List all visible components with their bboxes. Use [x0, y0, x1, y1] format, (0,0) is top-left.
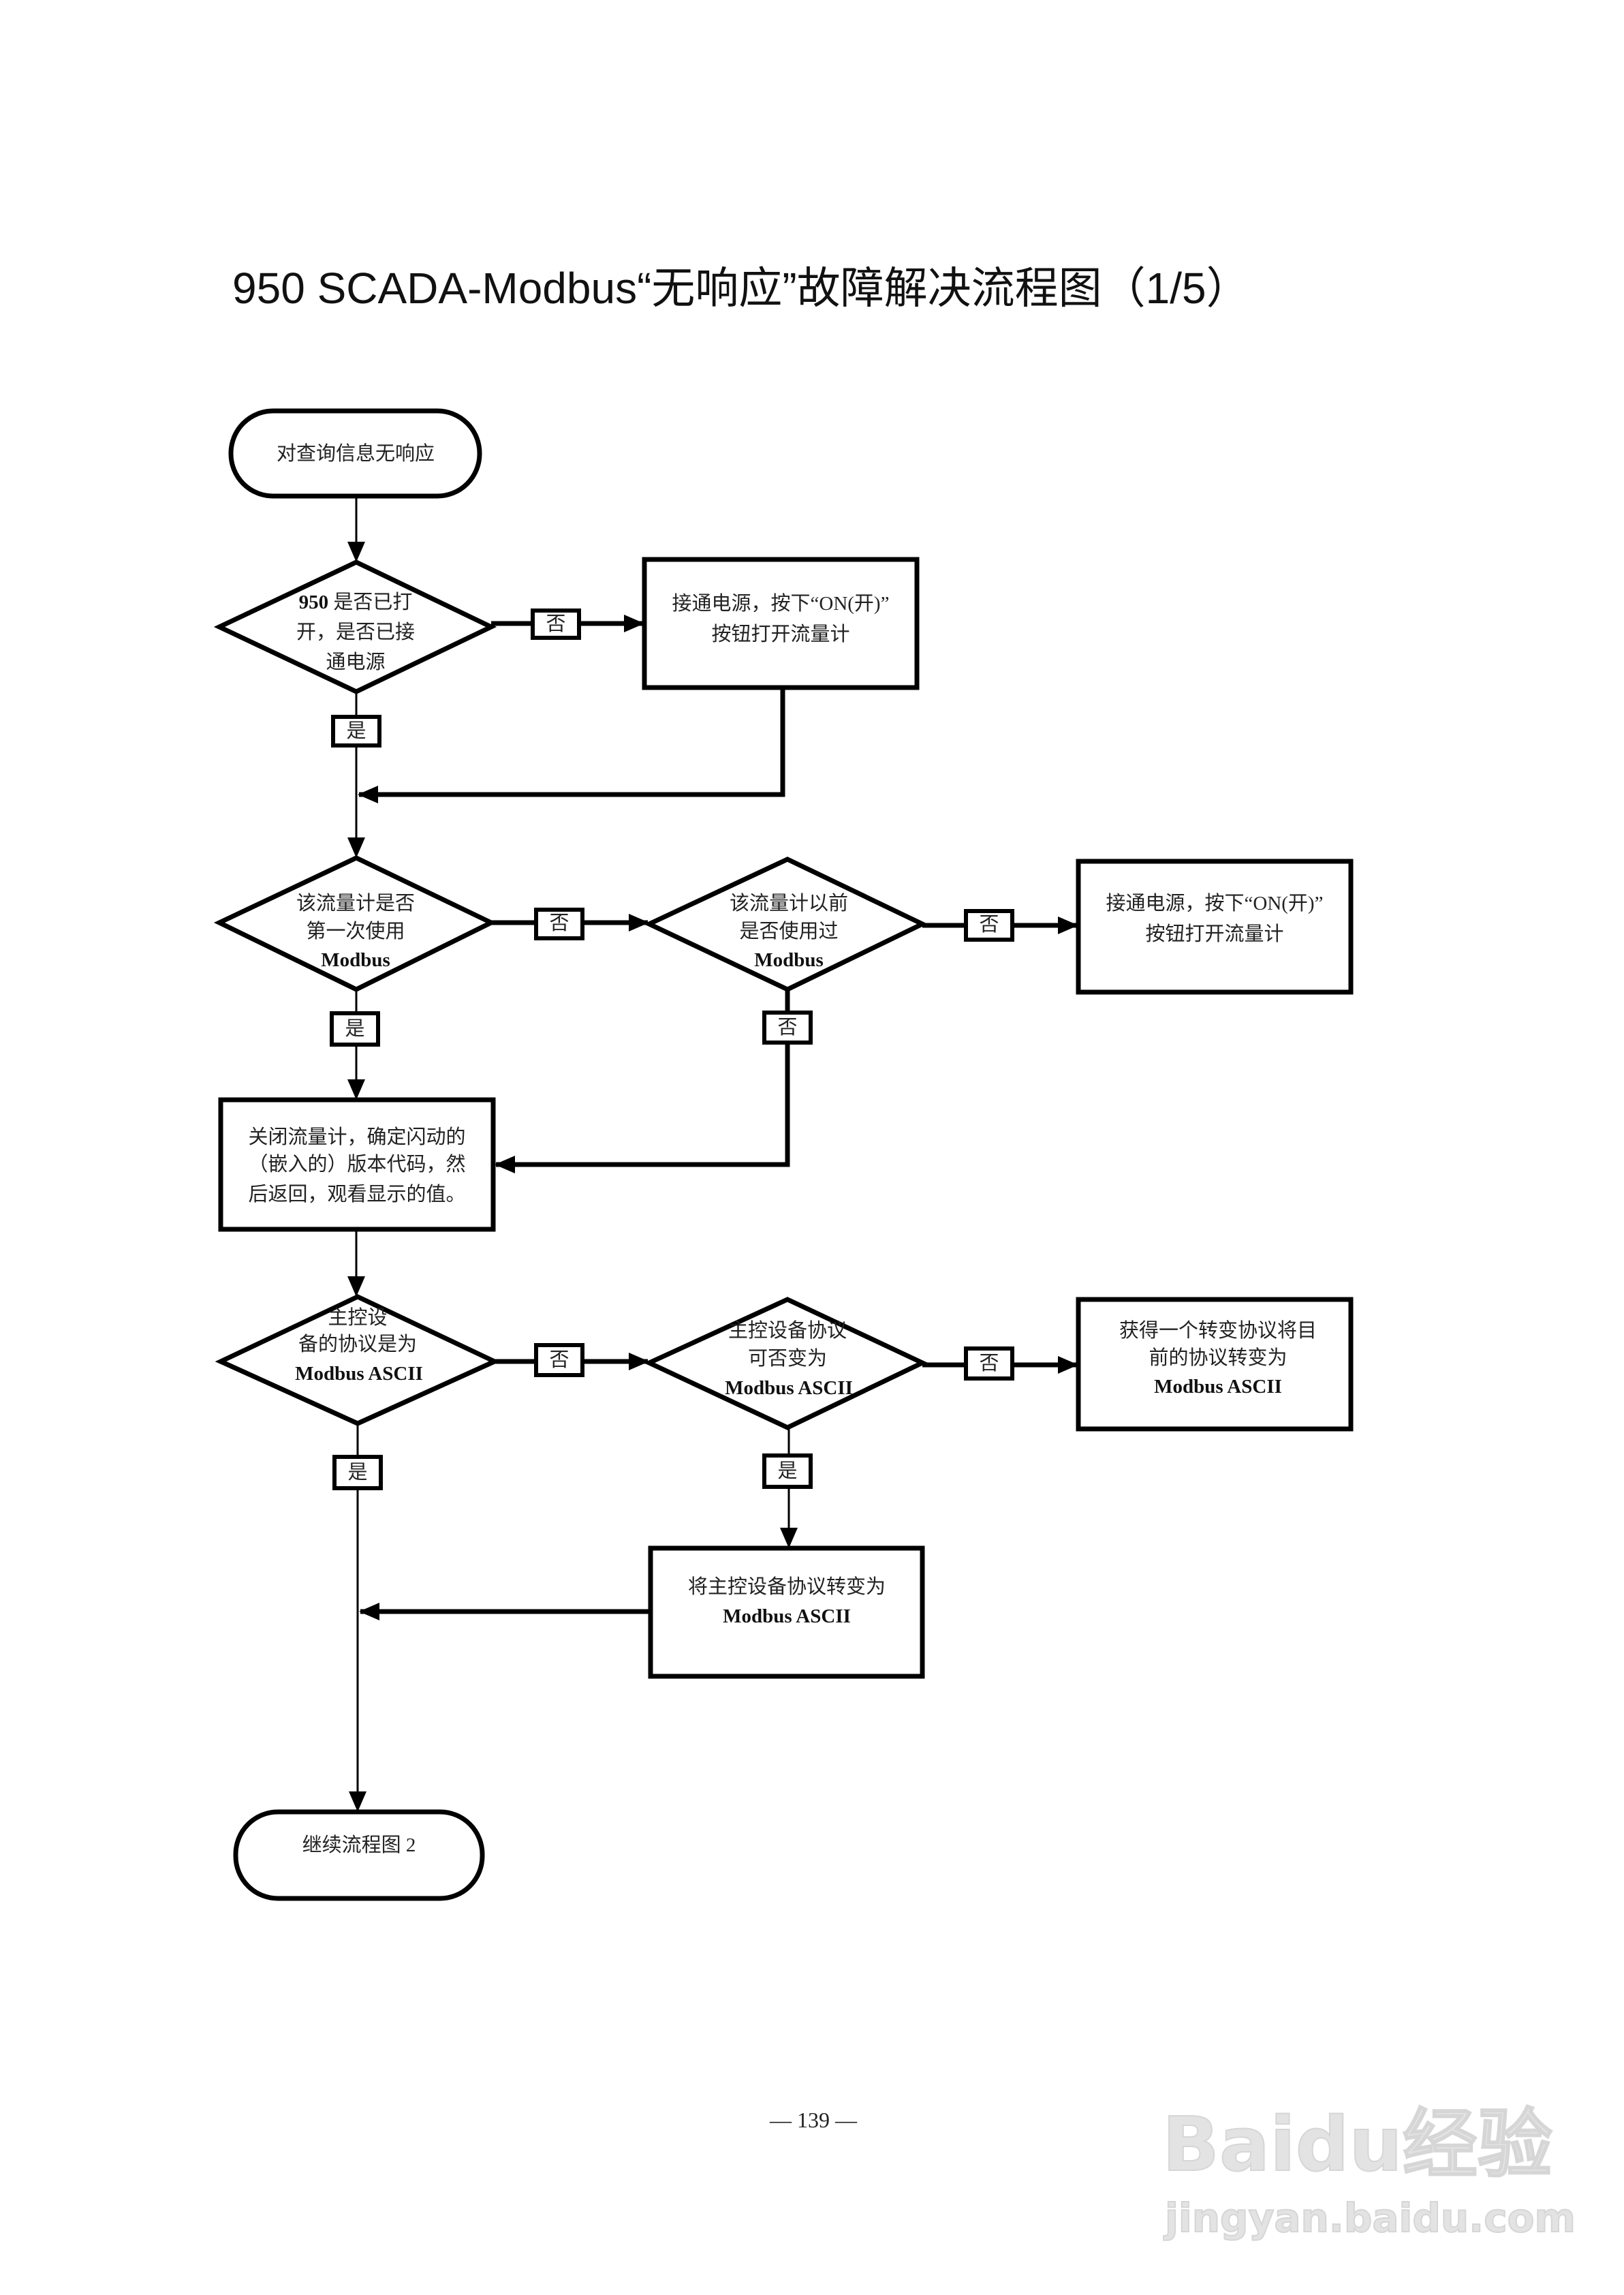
d4-text-line-3: Modbus ASCII	[295, 1363, 423, 1385]
start-text: 对查询信息无响应	[277, 442, 435, 465]
box3-text-line-2: （嵌入的）版本代码，然	[248, 1153, 465, 1175]
svg-text:是: 是	[346, 720, 366, 742]
d5-text-line-2: 可否变为	[748, 1347, 827, 1370]
process-power-on-2: 接通电源，按下“ON(开)” 按钮打开流量计	[1076, 859, 1354, 995]
d5-text-line-3: Modbus ASCII	[725, 1377, 853, 1399]
label-no-d2: 否	[534, 908, 584, 940]
page-title: 950 SCADA-Modbus“无响应”故障解决流程图（1/5）	[232, 264, 1250, 313]
decision-950-powered: 950 是否已打 开，是否已接 通电源	[213, 559, 497, 694]
box2-text-line-2: 按钮打开流量计	[1145, 923, 1283, 945]
label-yes-d5: 是	[762, 1453, 813, 1489]
d4-text-line-1: 主控设	[328, 1306, 387, 1329]
label-no-d3-down: 否	[762, 1011, 813, 1045]
label-no-d3-right: 否	[964, 909, 1014, 942]
d3-text-line-3: Modbus	[754, 949, 824, 971]
box1-text-line-1: 接通电源，按下“ON(开)”	[672, 592, 890, 615]
end-terminator: 继续流程图 2	[233, 1809, 485, 1901]
arrow-box1-return	[358, 688, 785, 803]
svg-text:否: 否	[549, 912, 569, 934]
decision-used-modbus-before: 该流量计以前 是否使用过 Modbus	[643, 857, 928, 992]
decision-protocol-changeable: 主控设备协议 可否变为 Modbus ASCII	[643, 1297, 928, 1430]
label-no-d1: 否	[531, 609, 581, 640]
box3-text-line-3: 后返回，观看显示的值。	[248, 1183, 465, 1205]
d1-text-line-3: 通电源	[326, 651, 385, 673]
start-terminator: 对查询信息无响应	[228, 408, 482, 499]
d3-text-line-2: 是否使用过	[739, 920, 838, 942]
decision-first-time-modbus: 该流量计是否 第一次使用 Modbus	[213, 855, 497, 992]
process-change-master-protocol: 将主控设备协议转变为 Modbus ASCII	[648, 1545, 925, 1679]
d1-text-line-1: 950 是否已打	[299, 591, 413, 613]
box4-text-line-1: 获得一个转变协议将目	[1119, 1319, 1317, 1342]
box2-text-line-1: 接通电源，按下“ON(开)”	[1106, 892, 1324, 914]
svg-text:否: 否	[777, 1017, 797, 1038]
d1-text-line-2: 开，是否已接	[296, 621, 415, 643]
svg-text:是: 是	[777, 1460, 797, 1482]
label-yes-d4: 是	[332, 1455, 383, 1490]
box4-text-line-3: Modbus ASCII	[1154, 1376, 1282, 1398]
decision-master-protocol-ascii: 主控设 备的协议是为 Modbus ASCII	[215, 1294, 501, 1426]
watermark-url: jingyan.baidu.com	[1164, 2195, 1576, 2241]
svg-text:否: 否	[979, 1353, 999, 1374]
d2-text-line-2: 第一次使用	[306, 920, 405, 942]
box5-text-line-1: 将主控设备协议转变为	[688, 1575, 886, 1598]
svg-text:是: 是	[345, 1018, 364, 1040]
process-get-converter: 获得一个转变协议将目 前的协议转变为 Modbus ASCII	[1076, 1297, 1354, 1432]
page-number: — 139 —	[769, 2108, 858, 2132]
baidu-watermark: Baidu经验 jingyan.baidu.com	[1161, 2100, 1576, 2242]
d2-text-line-3: Modbus	[321, 949, 390, 971]
process-power-on-1: 接通电源，按下“ON(开)” 按钮打开流量计	[642, 557, 920, 690]
svg-text:是: 是	[347, 1462, 367, 1483]
label-yes-d2: 是	[330, 1011, 380, 1047]
box3-text-line-1: 关闭流量计，确定闪动的	[248, 1126, 465, 1148]
d5-text-line-1: 主控设备协议	[728, 1319, 847, 1342]
svg-text:否: 否	[549, 1349, 569, 1371]
label-no-d5: 否	[964, 1346, 1014, 1381]
label-yes-d1: 是	[331, 715, 381, 748]
label-no-d4: 否	[534, 1343, 584, 1377]
branch-labels: 否 是 否 否 是 否 否 否 是 是	[330, 609, 1014, 1490]
watermark-brand: Baidu经验	[1162, 2101, 1552, 2188]
end-text: 继续流程图 2	[302, 1834, 416, 1856]
svg-text:否: 否	[979, 914, 999, 936]
box4-text-line-2: 前的协议转变为	[1149, 1346, 1287, 1369]
box1-text-line-2: 按钮打开流量计	[711, 623, 849, 645]
d4-text-line-2: 备的协议是为	[298, 1333, 417, 1355]
process-check-version: 关闭流量计，确定闪动的 （嵌入的）版本代码，然 后返回，观看显示的值。	[218, 1097, 496, 1232]
arrow-d3-no-down	[495, 989, 790, 1173]
d2-text-line-1: 该流量计是否	[296, 892, 415, 914]
box5-text-line-2: Modbus ASCII	[723, 1605, 851, 1627]
d3-text-line-1: 该流量计以前	[730, 892, 848, 914]
svg-text:否: 否	[546, 613, 565, 635]
